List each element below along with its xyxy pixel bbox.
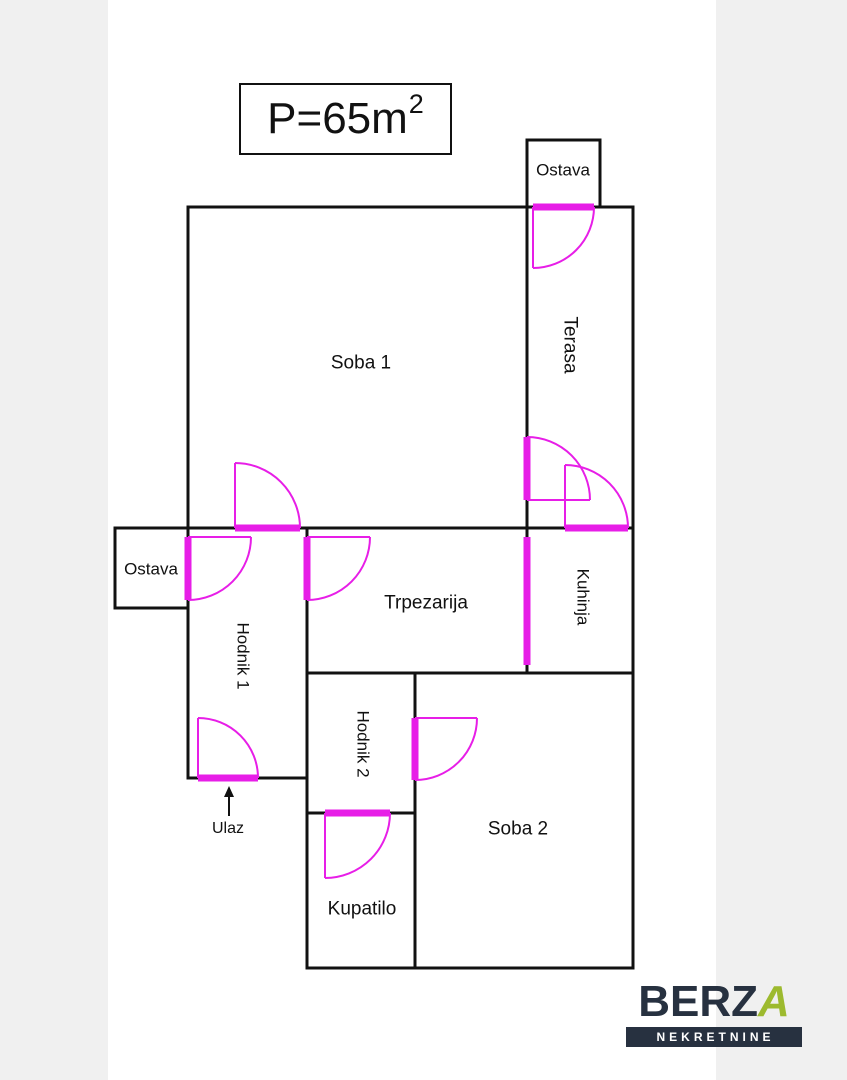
- room-label-ostava-top: Ostava: [536, 160, 590, 180]
- room-label-soba2: Soba 2: [487, 818, 549, 840]
- door-leaves: [188, 207, 590, 878]
- door-openings: [184, 203, 628, 817]
- berza-logo: BERZA NEKRETNINE: [626, 980, 802, 1047]
- area-label-text: P=65m: [267, 94, 408, 143]
- room-label-trpezarija: Trpezarija: [384, 592, 468, 614]
- logo-brand-accent: A: [758, 977, 790, 1026]
- room-label-terasa: Terasa: [559, 316, 581, 374]
- room-label-ostava-left: Ostava: [124, 559, 178, 579]
- room-label-kupatilo: Kupatilo: [327, 898, 397, 920]
- logo-tagline-bar: NEKRETNINE: [626, 1027, 802, 1047]
- background-band-right: [716, 0, 847, 1080]
- area-label-superscript: 2: [408, 88, 424, 119]
- logo-brand-text: BERZA: [626, 980, 802, 1024]
- room-label-hodnik1: Hodnik 1: [233, 622, 253, 690]
- room-label-soba1: Soba 1: [330, 352, 392, 374]
- entrance-arrow-icon: [224, 786, 234, 816]
- entrance-label: Ulaz: [211, 820, 245, 837]
- logo-brand-main: BERZ: [638, 977, 758, 1026]
- background-band-left: [0, 0, 108, 1080]
- door-arcs: [187, 206, 629, 879]
- room-label-hodnik2: Hodnik 2: [353, 710, 373, 778]
- room-label-kuhinja: Kuhinja: [573, 568, 593, 626]
